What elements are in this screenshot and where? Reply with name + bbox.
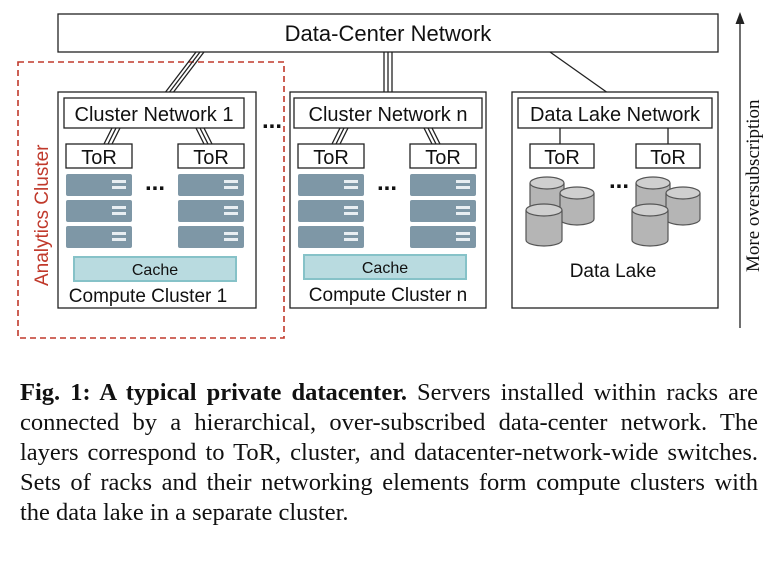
disk-group [525,176,595,247]
tor-label: ToR [425,147,461,169]
cluster-network-1-label: Cluster Network 1 [75,104,234,126]
tor-label: ToR [544,147,580,169]
uplink-cluster-n [383,52,393,98]
tor-label: ToR [193,147,229,169]
server-rack [298,174,364,248]
tor-switch [529,143,595,169]
datacenter-diagram: Analytics Cluster More oversubscription … [17,12,764,339]
tor-switch [409,143,477,169]
figure-caption: Fig. 1: A typical private datacenter. Se… [20,378,758,528]
cluster-ellipsis: ... [262,107,282,134]
cache-label: Cache [132,262,178,279]
disk-ellipsis: ... [609,167,629,194]
compute-cluster-n-name: Compute Cluster n [309,285,467,306]
caption-body: Servers installed within racks are conne… [20,379,759,526]
uplink-data-lake [549,51,616,99]
cache-label: Cache [362,260,408,277]
tor-switch [635,143,701,169]
uplink-cluster-1 [160,51,205,99]
analytics-cluster-label: Analytics Cluster [32,144,53,286]
server-rack [66,174,132,248]
data-lake-name: Data Lake [570,261,657,282]
tor-label: ToR [81,147,117,169]
compute-cluster-1-name: Compute Cluster 1 [69,286,227,307]
cache-box [303,254,467,280]
cluster-network-n-box [293,97,483,129]
data-center-network-box [57,13,719,53]
arrow-head-icon [735,12,745,24]
cluster-network-n-label: Cluster Network n [309,104,468,126]
rack-ellipsis: ... [145,169,165,196]
tor-switch [297,143,365,169]
data-lake-network-label: Data Lake Network [530,104,701,126]
oversubscription-label: More oversubscription [743,99,764,272]
caption-lead: Fig. 1: A typical private datacenter. [20,379,407,406]
data-lake-network-box [517,97,713,129]
cache-box [73,256,237,282]
cluster-network-1-box [63,97,245,129]
tor-switch [65,143,133,169]
tor-label: ToR [313,147,349,169]
disk-group [631,176,701,247]
tor-links-cluster-n [331,127,441,145]
server-rack [410,174,476,248]
tor-links-cluster-1 [103,127,213,145]
tor-label: ToR [650,147,686,169]
server-rack [178,174,244,248]
tor-switch [177,143,245,169]
data-center-network-label: Data-Center Network [285,21,493,46]
analytics-cluster-outline [17,61,285,339]
tor-links-data-lake [559,128,669,144]
rack-ellipsis: ... [377,169,397,196]
